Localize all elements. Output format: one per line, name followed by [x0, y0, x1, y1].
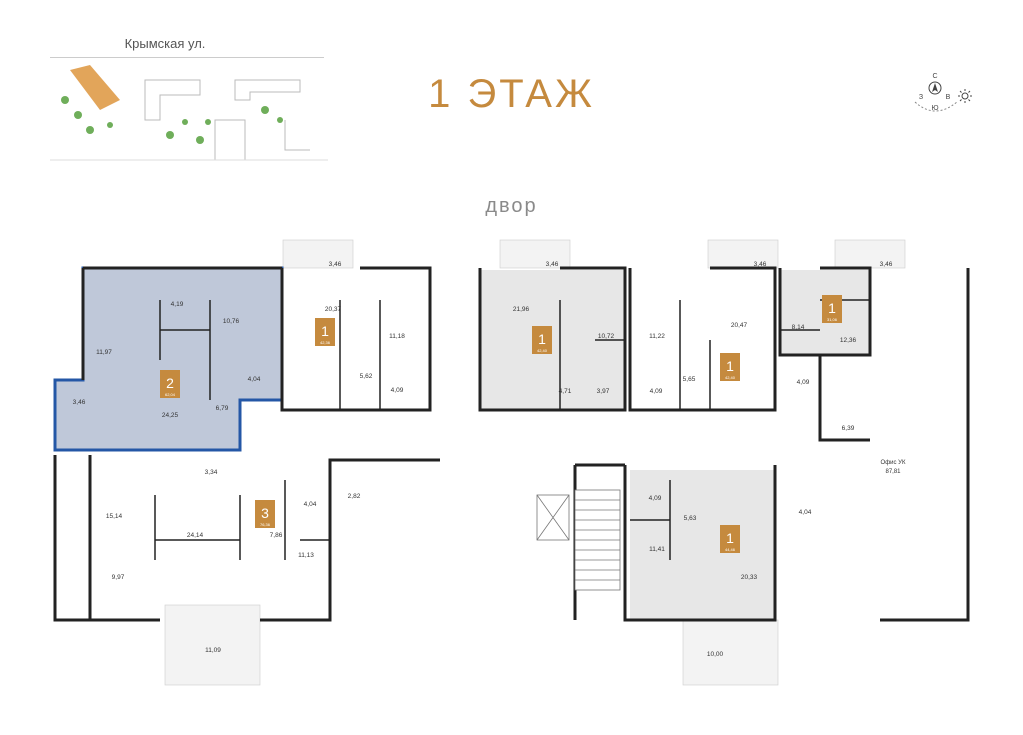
apartment-e-badge[interactable]: 1 31,06: [822, 295, 842, 323]
room-area: 9,97: [112, 574, 125, 581]
room-area: 7,86: [270, 532, 283, 539]
sun-icon: [958, 89, 972, 103]
office-label: Офис УК 87,81: [881, 460, 906, 475]
compass-east: В: [946, 94, 951, 101]
apartment-e-rooms: 1: [828, 300, 836, 316]
apartment-g-fill[interactable]: [630, 470, 775, 620]
room-area: 2,82: [348, 493, 361, 500]
apartment-a-badge[interactable]: 2 62,04: [160, 370, 180, 398]
site-map: [50, 60, 328, 164]
room-area: 4,71: [559, 388, 572, 395]
room-area: 10,76: [223, 318, 240, 325]
room-area: 3,46: [880, 261, 893, 268]
room-area: 20,37: [325, 306, 342, 313]
room-area: 3,46: [754, 261, 767, 268]
compass-west: З: [919, 94, 923, 101]
apartment-g-area: 44,46: [725, 547, 736, 552]
apartment-b-rooms: 1: [321, 323, 329, 339]
apartment-a-rooms: 2: [166, 375, 174, 391]
apartment-f-rooms: 3: [261, 505, 269, 521]
room-areas: 4,19 10,76 11,97 4,04 24,25 6,79 3,46 3,…: [73, 261, 893, 658]
room-area: 12,36: [840, 337, 857, 344]
office-area: 87,81: [885, 469, 901, 475]
yard-label: двор: [485, 195, 538, 217]
apartment-c-rooms: 1: [538, 331, 546, 347]
apartment-c-area: 42,40: [537, 348, 548, 353]
room-area: 11,09: [205, 647, 221, 654]
room-area: 20,47: [731, 322, 748, 329]
apartment-a-area: 62,04: [165, 392, 176, 397]
apartment-g-badge[interactable]: 1 44,46: [720, 525, 740, 553]
room-area: 4,09: [649, 495, 662, 502]
room-area: 8,14: [792, 324, 805, 331]
apartment-g-rooms: 1: [726, 530, 734, 546]
room-area: 3,34: [205, 469, 218, 476]
room-area: 11,41: [649, 546, 665, 553]
room-area: 11,97: [96, 349, 112, 356]
office-name: Офис УК: [881, 460, 906, 466]
room-area: 5,63: [684, 515, 697, 522]
compass-rose: С В Ю З: [914, 73, 972, 112]
street-divider: [50, 57, 324, 58]
room-area: 4,09: [650, 388, 663, 395]
room-area: 15,14: [106, 513, 123, 520]
room-area: 6,39: [842, 425, 855, 432]
apartment-d-area: 42,40: [725, 375, 736, 380]
compass-south: Ю: [931, 105, 938, 112]
room-area: 3,46: [73, 399, 86, 406]
room-area: 4,09: [391, 387, 404, 394]
apartment-f-badge[interactable]: 3 76,36: [255, 500, 275, 528]
room-area: 3,46: [546, 261, 559, 268]
room-area: 20,33: [741, 574, 758, 581]
room-area: 5,65: [683, 376, 696, 383]
apartment-f-area: 76,36: [260, 522, 271, 527]
room-area: 5,62: [360, 373, 373, 380]
apartment-e-area: 31,06: [827, 317, 838, 322]
room-area: 4,04: [304, 501, 317, 508]
apartment-selected[interactable]: [53, 266, 284, 452]
apartment-d-badge[interactable]: 1 42,40: [720, 353, 740, 381]
room-area: 11,13: [298, 552, 314, 559]
room-area: 10,00: [707, 651, 724, 658]
room-area: 21,96: [513, 306, 530, 313]
compass-north: С: [932, 73, 937, 80]
apartment-b-area: 42,36: [320, 340, 331, 345]
room-area: 3,97: [597, 388, 610, 395]
room-area: 10,72: [598, 333, 615, 340]
floor-title: 1 ЭТАЖ: [428, 72, 595, 116]
room-area: 11,22: [649, 333, 665, 340]
room-area: 11,18: [389, 333, 405, 340]
room-area: 4,19: [171, 301, 184, 308]
room-area: 3,46: [329, 261, 342, 268]
room-area: 4,04: [248, 376, 261, 383]
room-area: 24,14: [187, 532, 204, 539]
apartment-d-rooms: 1: [726, 358, 734, 374]
room-area: 4,09: [797, 379, 810, 386]
apartment-c-badge[interactable]: 1 42,40: [532, 326, 552, 354]
room-area: 24,25: [162, 412, 179, 419]
street-label: Крымская ул.: [124, 36, 206, 51]
room-area: 4,04: [799, 509, 812, 516]
apartment-b-badge[interactable]: 1 42,36: [315, 318, 335, 346]
room-area: 6,79: [216, 405, 229, 412]
